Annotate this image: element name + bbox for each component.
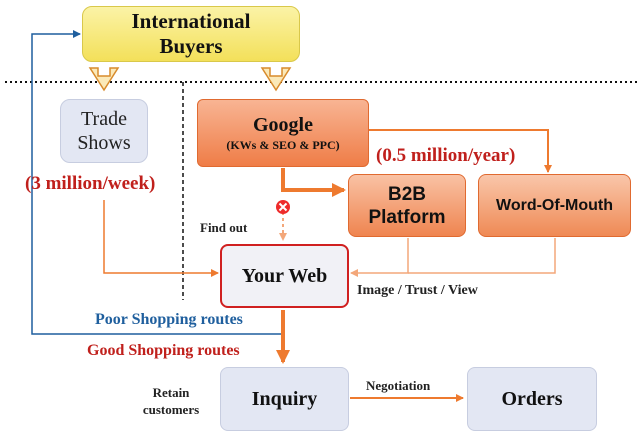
international-buyers-node: International Buyers [82,6,300,62]
google-to-wom-line [369,129,552,173]
blocked-x-icon [276,200,290,214]
trade-shows-node: Trade Shows [60,99,148,163]
inquiry-node: Inquiry [220,367,349,431]
wom-to-web-line [408,238,556,274]
find-out-label: Find out [200,220,248,235]
b2b-platform-node: B2B Platform [348,174,466,237]
google-to-b2b-line [281,168,346,197]
b2b-to-web-line [350,238,409,277]
google-title: Google [253,114,313,136]
poor-route-loop-line [31,30,283,335]
word-of-mouth-node: Word-Of-Mouth [478,174,631,237]
poor-shopping-routes-label: Poor Shopping routes [95,311,243,328]
google-rate-label: (0.5 million/year) [376,145,516,166]
google-subtitle: (KWs & SEO & PPC) [226,138,340,152]
your-web-node: Your Web [220,244,349,308]
trade-rate-label: (3 million/week) [25,173,156,194]
hollow-arrow-to-google [260,67,292,92]
trade-to-web-line [103,200,219,277]
negotiation-label: Negotiation [366,378,431,393]
orders-node: Orders [467,367,597,431]
hollow-arrow-to-trade-shows [88,67,120,92]
image-trust-view-label: Image / Trust / View [357,283,478,298]
google-node: Google (KWs & SEO & PPC) [197,99,369,167]
good-shopping-routes-label: Good Shopping routes [87,342,240,359]
retain-customers-label: Retain customers [142,385,200,417]
